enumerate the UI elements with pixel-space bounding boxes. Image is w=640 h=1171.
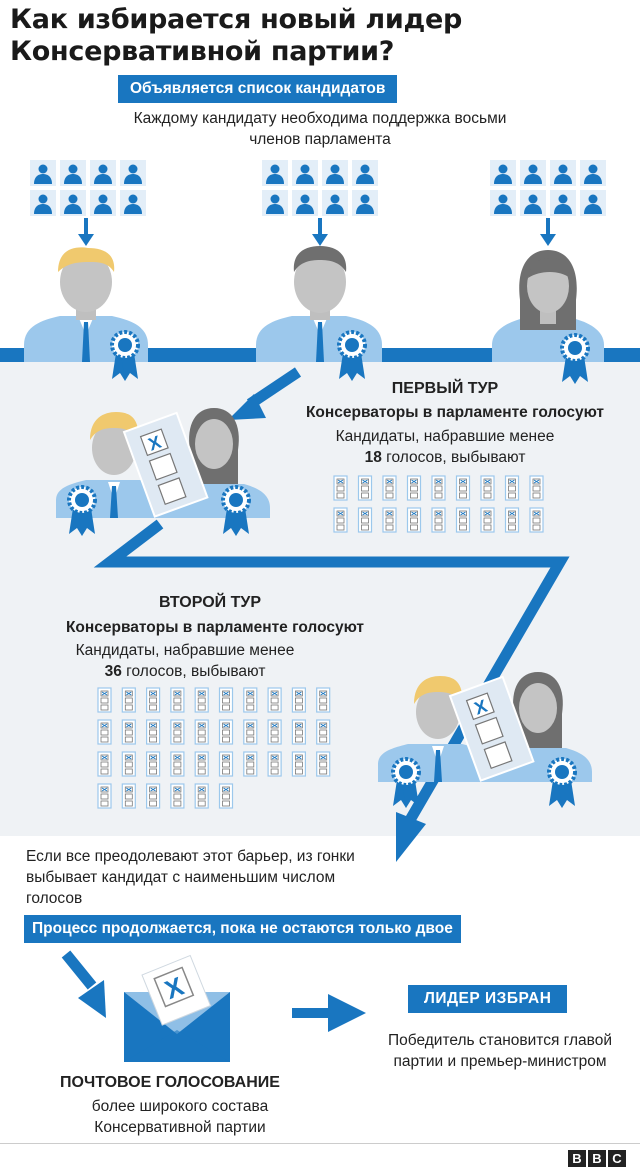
arrow-head-icon xyxy=(228,394,426,862)
ballot-icon xyxy=(97,687,112,713)
ballot-icon xyxy=(218,687,234,713)
ballot-icon xyxy=(382,475,397,501)
arrow-diagonal-icon xyxy=(61,950,106,1018)
ballot-icon xyxy=(357,475,373,501)
ballot-icon xyxy=(194,719,209,745)
ballot-icon xyxy=(170,783,185,809)
ballot-icon xyxy=(357,507,373,533)
ballot-icon xyxy=(243,751,258,777)
ballot-icon xyxy=(333,507,348,533)
candidates-banner: Объявляется список кандидатов xyxy=(118,75,398,103)
ballot-icon xyxy=(431,507,446,533)
supporters-group-2 xyxy=(262,160,378,216)
ballot-icon xyxy=(146,687,161,713)
round2-candidates: X xyxy=(378,672,592,810)
round2-heading: ВТОРОЙ ТУР xyxy=(158,594,261,611)
bbc-logo-letter: C xyxy=(608,1150,626,1167)
ballot-icon xyxy=(170,751,185,777)
arrow-right-icon xyxy=(292,994,366,1032)
supporters-group-1 xyxy=(30,160,146,216)
ballot-icon xyxy=(291,751,306,777)
ballot-icon xyxy=(218,783,234,809)
ballot-icon xyxy=(194,783,209,809)
footer-line xyxy=(0,1143,640,1144)
leader-text: Победитель становится главой партии и пр… xyxy=(388,1032,612,1070)
ballot-icon xyxy=(316,687,331,713)
ballot-icon xyxy=(480,475,495,501)
ballot-icon xyxy=(316,719,331,745)
ballot-icon xyxy=(504,507,520,533)
round2-text: Кандидаты, набравшие менее 36 голосов, в… xyxy=(40,640,330,682)
arrow-down-icon xyxy=(78,218,556,246)
envelope-icon: X xyxy=(124,954,230,1062)
round2-subheading: Консерваторы в парламенте голосуют xyxy=(65,619,365,636)
ballot-icon xyxy=(218,719,234,745)
process-banner: Процесс продолжается, пока не остаются т… xyxy=(24,915,461,943)
ballot-icon xyxy=(194,751,209,777)
ballot-icon xyxy=(480,507,495,533)
candidate-3 xyxy=(492,250,604,386)
ballot-icon xyxy=(406,507,422,533)
ballot-icon xyxy=(431,475,446,501)
support-note: Каждому кандидату необходима поддержка в… xyxy=(133,110,507,148)
round1-candidates: X xyxy=(56,408,270,538)
round1-subheading: Консерваторы в парламенте голосуют xyxy=(305,404,605,421)
ballot-icon xyxy=(529,475,544,501)
bbc-logo-letter: B xyxy=(568,1150,586,1167)
ballot-icon xyxy=(121,687,136,713)
ballot-icon xyxy=(455,475,471,501)
bbc-logo: B B C xyxy=(568,1150,626,1167)
ballot-icon xyxy=(529,507,544,533)
ballot-icon xyxy=(406,475,422,501)
ballot-icon xyxy=(170,687,185,713)
round1-threshold: 18 xyxy=(364,449,382,466)
round2-threshold: 36 xyxy=(104,663,122,680)
ballot-icon xyxy=(146,783,161,809)
ballot-icon xyxy=(146,719,161,745)
postal-heading: ПОЧТОВОЕ ГОЛОСОВАНИЕ xyxy=(60,1074,280,1091)
ballot-icon xyxy=(97,751,112,777)
ballot-icon xyxy=(291,719,306,745)
ballot-icon xyxy=(121,783,136,809)
ballot-icon xyxy=(243,719,258,745)
ballot-icon xyxy=(333,475,348,501)
ballot-icon xyxy=(121,719,136,745)
ballot-icon xyxy=(218,751,234,777)
round2-ballots xyxy=(97,687,331,809)
barrier-note: Если все преодолевают этот барьер, из го… xyxy=(26,848,355,907)
supporters-group-3 xyxy=(490,160,606,216)
postal-text: более широкого состава Консервативной па… xyxy=(91,1098,269,1136)
leader-banner: ЛИДЕР ИЗБРАН xyxy=(408,985,568,1013)
ballot-icon xyxy=(267,751,282,777)
round1-text: Кандидаты, набравшие менее 18 голосов, в… xyxy=(300,426,590,468)
page-title: Как избирается новый лидер Консервативно… xyxy=(10,4,463,67)
ballot-icon xyxy=(121,751,136,777)
ballot-icon xyxy=(146,751,161,777)
round1-text-before: Кандидаты, набравшие менее xyxy=(335,428,555,445)
round2-text-before: Кандидаты, набравшие менее xyxy=(75,642,295,659)
ballot-icon xyxy=(291,687,306,713)
ballot-icon xyxy=(267,687,282,713)
round1-heading: ПЕРВЫЙ ТУР xyxy=(391,380,499,397)
ballot-icon xyxy=(170,719,185,745)
round1-text-after: голосов, выбывают xyxy=(386,449,526,466)
ballot-icon xyxy=(455,507,471,533)
ballot-icon xyxy=(382,507,397,533)
ballot-icon xyxy=(267,719,282,745)
ballot-icon xyxy=(97,783,112,809)
ballot-icon xyxy=(316,751,331,777)
round1-ballots xyxy=(333,475,544,533)
bbc-logo-letter: B xyxy=(588,1150,606,1167)
ballot-icon xyxy=(97,719,112,745)
ballot-icon xyxy=(194,687,209,713)
ballot-icon xyxy=(504,475,520,501)
candidate-2 xyxy=(256,246,382,383)
round2-text-after: голосов, выбывают xyxy=(126,663,266,680)
ballot-icon xyxy=(243,687,258,713)
candidate-1 xyxy=(24,247,148,383)
